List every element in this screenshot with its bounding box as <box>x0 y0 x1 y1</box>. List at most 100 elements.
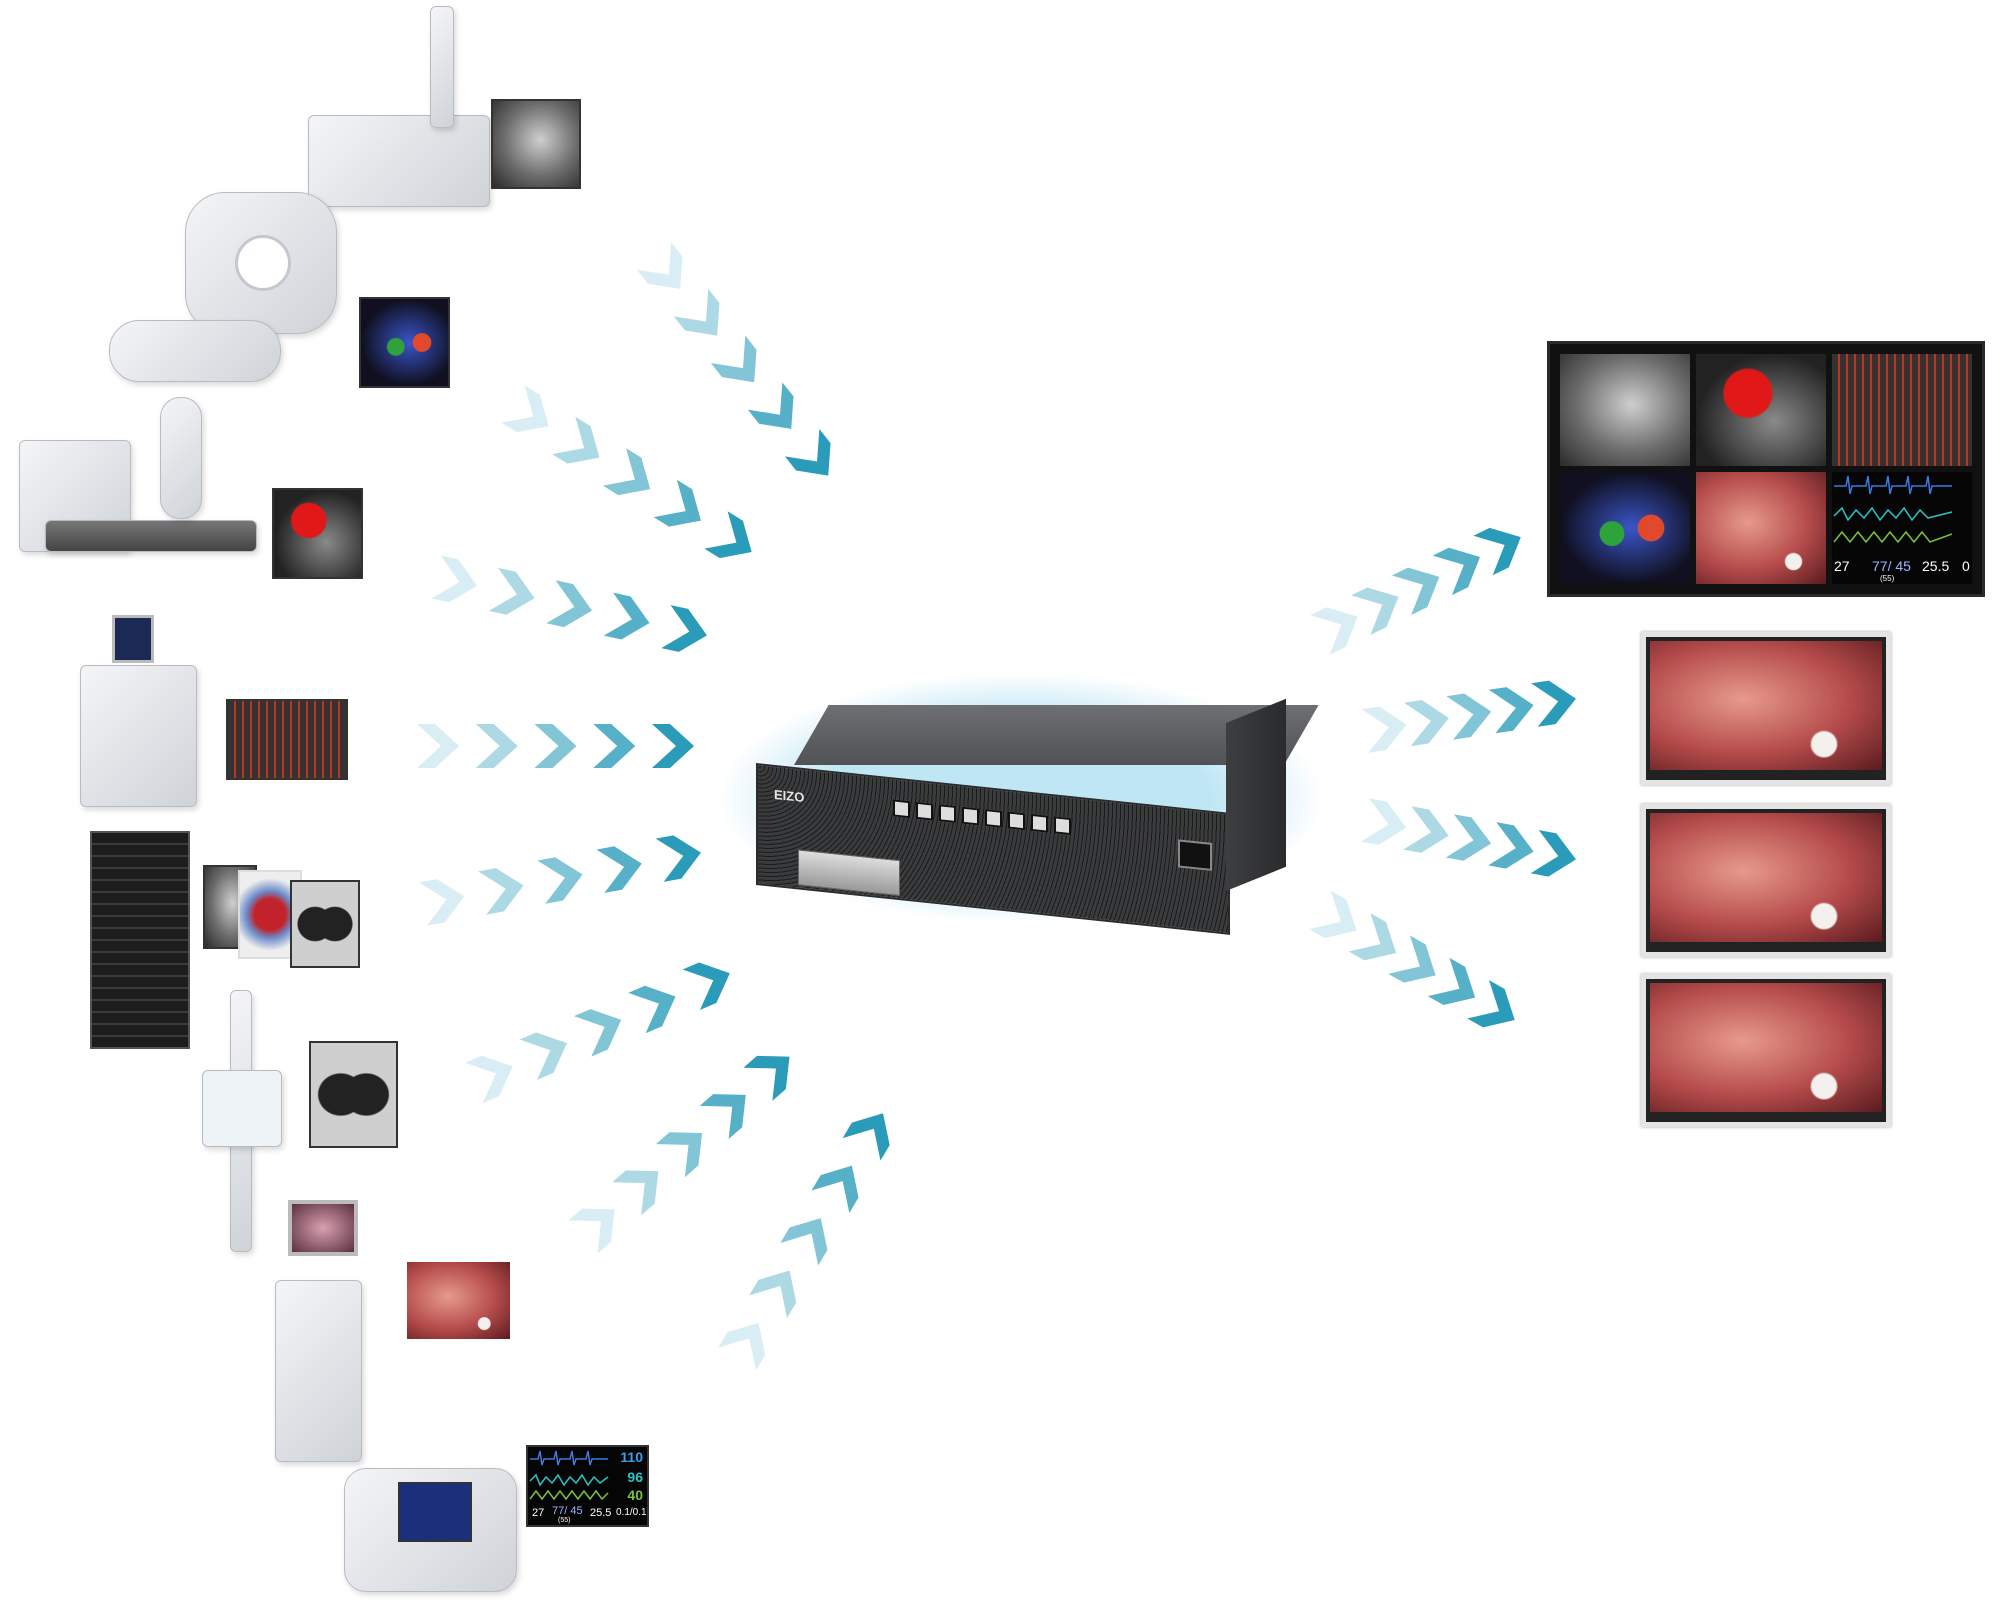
arrow-group-12 <box>1309 890 1515 1028</box>
mv-temp: 25.5 <box>1922 558 1950 574</box>
mv-ct <box>1560 472 1690 584</box>
usb-port <box>916 801 933 821</box>
chevron <box>704 511 752 559</box>
ultrasound-screen <box>112 615 154 663</box>
chevron <box>552 416 600 464</box>
chevron <box>603 592 650 640</box>
chevron <box>431 555 478 603</box>
chevron <box>1531 680 1576 727</box>
chevron <box>573 1009 622 1057</box>
endoscopy-feed <box>1650 641 1882 770</box>
fluoroscopy-image <box>491 99 581 189</box>
chevron <box>749 1270 797 1318</box>
vital-temp: 25.5 <box>590 1507 612 1519</box>
chevron <box>478 868 524 915</box>
chevron <box>519 1032 567 1080</box>
chevron <box>784 428 831 476</box>
chevron <box>1473 527 1521 576</box>
usb-port <box>1031 813 1048 833</box>
chevron <box>593 724 636 768</box>
vital-abp: 77/ 45 <box>552 1505 583 1517</box>
usb-port <box>962 806 979 826</box>
mv-endoscopy <box>1696 472 1826 584</box>
mv-other: 0 <box>1962 558 1970 574</box>
chevron <box>1445 814 1492 861</box>
output-monitor-1 <box>1641 632 1891 785</box>
xray-tube-stand <box>430 6 454 128</box>
vitals-waveforms <box>529 1450 609 1501</box>
arrow-group-5 <box>419 835 701 926</box>
chevron <box>1309 890 1357 939</box>
chevron <box>419 879 465 926</box>
arrow-group-7 <box>568 1055 790 1254</box>
pacs-server-rack <box>90 831 190 1049</box>
mv-angiogram <box>1696 354 1826 466</box>
usb-port <box>985 809 1002 828</box>
endoscopy-tower-cart <box>275 1280 362 1462</box>
endoscopy-feed <box>1650 813 1882 942</box>
chevron <box>465 1055 513 1104</box>
chevron <box>811 1165 859 1214</box>
ultrasound-image <box>226 699 348 780</box>
mv-waveforms <box>1833 475 1953 544</box>
endoscopy-monitor <box>288 1200 358 1256</box>
chevron <box>682 962 730 1010</box>
arrow-group-4 <box>417 724 694 768</box>
chevron <box>1404 700 1449 747</box>
chevron <box>1530 830 1576 877</box>
vitals-image: 110 96 40 27 77/ 45 (55) 25.5 0.1/0.1 <box>526 1445 649 1527</box>
ct-patient-table <box>109 320 281 382</box>
eizo-logo: EIZO <box>774 786 805 806</box>
chevron <box>718 1322 766 1371</box>
chevron <box>842 1113 890 1161</box>
output-monitor-3 <box>1641 974 1891 1127</box>
endoscopy-image <box>405 1260 512 1341</box>
chest-xray-image <box>309 1041 398 1148</box>
power-inlet <box>1178 839 1212 871</box>
chevron <box>780 1218 828 1266</box>
chevron <box>612 1170 659 1216</box>
radiology-image-3 <box>290 880 360 968</box>
chevron <box>655 835 701 882</box>
mv-vitals: 27 77/ 45 (55) 25.5 0 <box>1832 472 1972 584</box>
ct-image <box>359 297 450 388</box>
mv-abp-mean: (55) <box>1880 574 1895 583</box>
chevron <box>1403 806 1449 853</box>
usb-port <box>1008 811 1025 831</box>
arrow-group-9 <box>1310 527 1521 655</box>
defibrillator-screen <box>398 1482 472 1542</box>
chevron <box>546 580 593 628</box>
chevron <box>568 1208 615 1254</box>
angiogram-image <box>272 488 363 579</box>
chevron <box>652 724 694 768</box>
chevron <box>602 448 651 496</box>
arrow-group-8 <box>718 1113 890 1371</box>
arrow-group-11 <box>1360 798 1576 877</box>
ct-gantry-bore <box>235 235 291 291</box>
hub-side-panel <box>1226 698 1286 891</box>
chevron <box>661 605 707 652</box>
chevron <box>743 1055 790 1101</box>
chevron <box>1351 587 1399 635</box>
vital-abp-mean: (55) <box>558 1517 571 1524</box>
vital-other: 0.1/0.1 <box>616 1507 647 1518</box>
vital-etco2: 27 <box>532 1507 545 1519</box>
output-monitor-2 <box>1641 804 1891 957</box>
xray-table-device <box>308 115 490 207</box>
endoscopy-feed <box>1650 983 1882 1112</box>
chevron <box>488 567 535 615</box>
chevron <box>501 385 549 433</box>
arrow-group-6 <box>465 962 730 1104</box>
mv-etco2: 27 <box>1834 558 1850 574</box>
angiography-table <box>45 520 257 552</box>
chevron <box>537 857 583 904</box>
chevron <box>636 242 683 289</box>
ultrasound-device <box>80 665 197 807</box>
chevron <box>1467 980 1515 1028</box>
chevron <box>1427 957 1476 1006</box>
arrow-group-3 <box>431 555 707 652</box>
mv-ultrasound <box>1832 354 1972 466</box>
arrow-group-10 <box>1361 680 1576 753</box>
vital-spo2: 96 <box>627 1469 643 1485</box>
chevron <box>534 724 577 768</box>
